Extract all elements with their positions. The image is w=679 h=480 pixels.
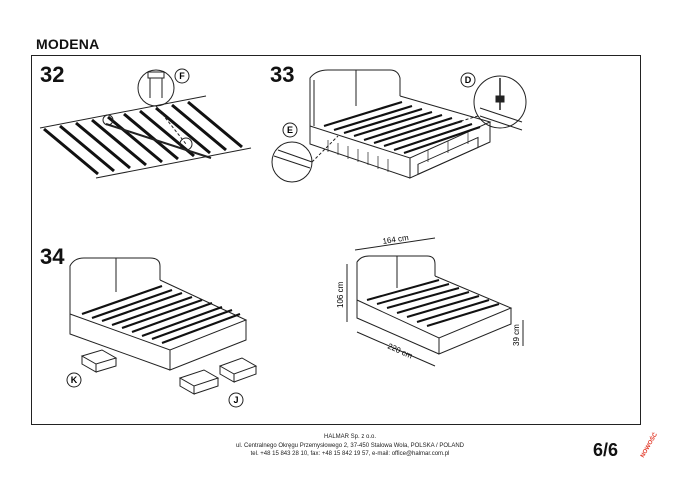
footer-company: HALMAR Sp. z o.o.: [323, 434, 377, 440]
callout-k: K: [71, 375, 78, 385]
dimension-width: 164 cm: [382, 233, 410, 246]
instruction-frame: [31, 55, 641, 425]
callout-j: J: [233, 395, 238, 405]
step-32-slat-illustration: F: [39, 68, 252, 179]
step-number-33: 33: [270, 62, 295, 87]
callout-d: D: [465, 75, 472, 85]
callout-e: E: [287, 125, 293, 135]
step-number-34: 34: [40, 244, 65, 269]
new-badge: NOWOŚĆ: [640, 432, 660, 459]
dimension-frame-height: 39 cm: [512, 324, 521, 346]
dimension-length: 220 cm: [386, 342, 414, 361]
footer-contact-line: tel. +48 15 843 28 10, fax: +48 15 842 1…: [250, 451, 450, 457]
step-number-32: 32: [40, 62, 65, 87]
footer-contact: HALMAR Sp. z o.o. ul. Centralnego Okręgu…: [150, 433, 550, 459]
page-number: 6/6: [593, 440, 619, 460]
footer-address: ul. Centralnego Okręgu Przemysłowego 2, …: [235, 442, 464, 449]
dimensioned-bed-illustration: 164 cm 106 cm 220 cm 39 cm: [336, 233, 524, 367]
document-title: MODENA: [36, 36, 100, 52]
dimension-height: 106 cm: [336, 281, 345, 308]
step-33-bed-frame-illustration: D E: [271, 69, 527, 183]
callout-f: F: [179, 71, 185, 81]
step-34-drawer-illustration: K J: [66, 257, 258, 408]
